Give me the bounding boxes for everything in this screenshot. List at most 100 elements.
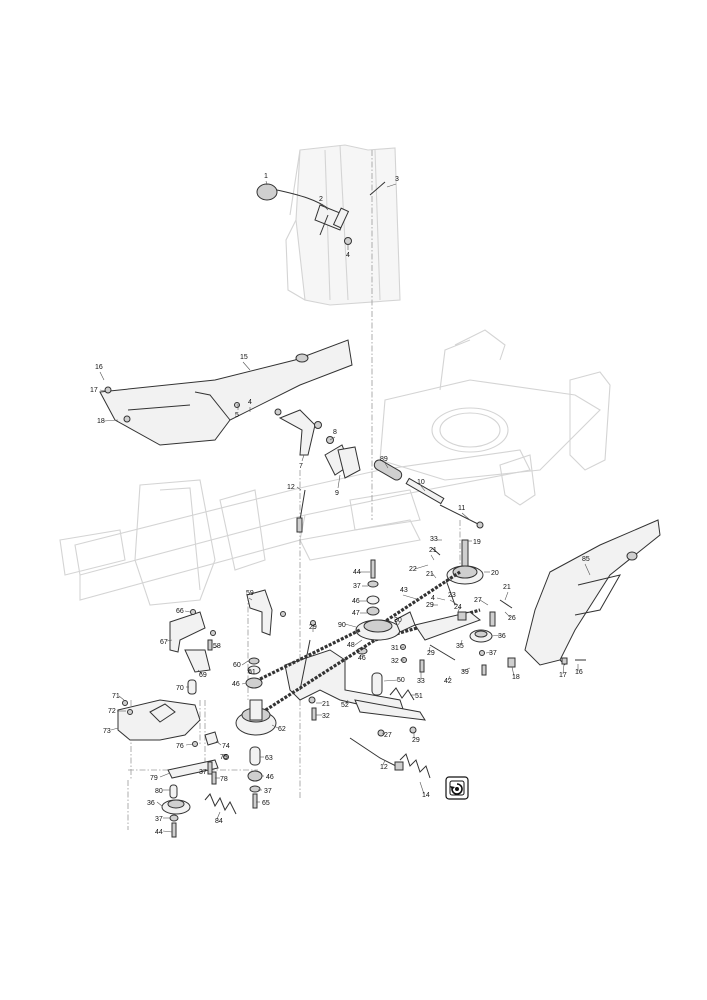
leader-line [345,699,349,705]
part-label: 80 [155,788,163,795]
leader-line [384,462,389,469]
leader-line [197,669,203,675]
part-labels: 1 2 3 4 15 16 17 18 4 5 7 8 9 89 10 11 1… [90,173,590,836]
part-shapes [99,181,661,838]
leader-line [241,660,249,666]
part-label: 32 [391,658,399,665]
part-label: 22 [409,566,417,573]
leader-line [156,801,163,807]
part-label: 37 [199,769,207,776]
leader-line [242,361,251,371]
leader-line [447,675,451,681]
part-label: 2 [319,196,323,203]
part-label: 23 [448,592,456,599]
part-label: 48 [347,642,355,649]
part-label: 42 [444,678,452,685]
leader-line [449,599,459,606]
leader-line [402,594,421,601]
part-label: 16 [95,364,103,371]
part-label: 74 [222,743,230,750]
part-label: 24 [454,604,462,611]
part-label: 46 [358,655,366,662]
leader-line [212,645,219,649]
leader-line [166,639,173,642]
leader-line [321,203,329,211]
part-label: 60 [233,662,241,669]
part-label: 17 [90,387,98,394]
part-label: 19 [473,539,481,546]
leader-line [99,371,105,381]
part-label: 10 [417,479,425,486]
part-label: 69 [199,672,207,679]
part-label: 29 [427,650,435,657]
part-label: 66 [176,608,184,615]
leader-line [504,591,509,601]
leader-line [511,666,515,677]
leader-line [479,599,489,606]
part-label: 17 [559,672,567,679]
part-label: 30 [394,617,402,624]
leader-line [271,724,279,729]
part-label: 58 [213,643,221,650]
part-label: 5 [235,412,239,419]
leader-line [248,597,253,601]
part-label: 1 [264,173,268,180]
leader-line [265,180,268,186]
leader-line [354,639,363,646]
part-label: 21 [429,547,437,554]
part-label: 21 [322,701,330,708]
leader-line [381,732,386,735]
part-label: 26 [508,615,516,622]
leader-line [329,436,336,441]
leader-line [103,419,119,422]
leader-line [431,572,437,579]
part-label: 47 [352,610,360,617]
part-label: 85 [582,556,590,563]
part-label: 46 [266,774,274,781]
part-label: 21 [503,584,511,591]
rotation-service-icon [445,776,469,800]
part-label: 21 [426,571,434,578]
leader-line [247,669,253,672]
part-label: 12 [287,484,295,491]
leader-line [241,682,247,685]
part-label: 70 [176,685,184,692]
leader-line [491,634,501,637]
part-label: 44 [155,829,163,836]
leader-line [110,727,119,731]
part-label: 59 [246,590,254,597]
leader-line [460,639,463,646]
part-label: 27 [384,732,392,739]
part-label: 4 [346,252,350,259]
part-label: 78 [220,776,228,783]
part-label: 35 [456,643,464,650]
leader-line [382,759,386,766]
leader-line [461,667,471,672]
part-label: 8 [333,429,337,436]
leader-line [159,772,171,778]
leader-line [562,663,565,675]
leader-line [399,646,405,649]
part-label: 12 [380,764,388,771]
leader-line [420,485,426,492]
part-label: 63 [265,755,273,762]
part-label: 16 [575,669,583,676]
part-label: 36 [147,800,155,807]
leader-line [162,830,173,833]
leader-line [383,679,399,682]
part-label: 29 [412,737,420,744]
part-label: 52 [341,702,349,709]
part-label: 37 [353,583,361,590]
part-label: 33 [430,536,438,543]
part-label: 37 [264,788,272,795]
leader-line [185,743,194,746]
leader-line [504,611,511,618]
leader-line [419,781,425,795]
part-label: 50 [397,677,405,684]
leader-line [414,564,429,570]
leader-line [118,695,125,701]
part-label: 65 [262,800,270,807]
leader-line [216,811,221,820]
part-label: 29 [426,602,434,609]
